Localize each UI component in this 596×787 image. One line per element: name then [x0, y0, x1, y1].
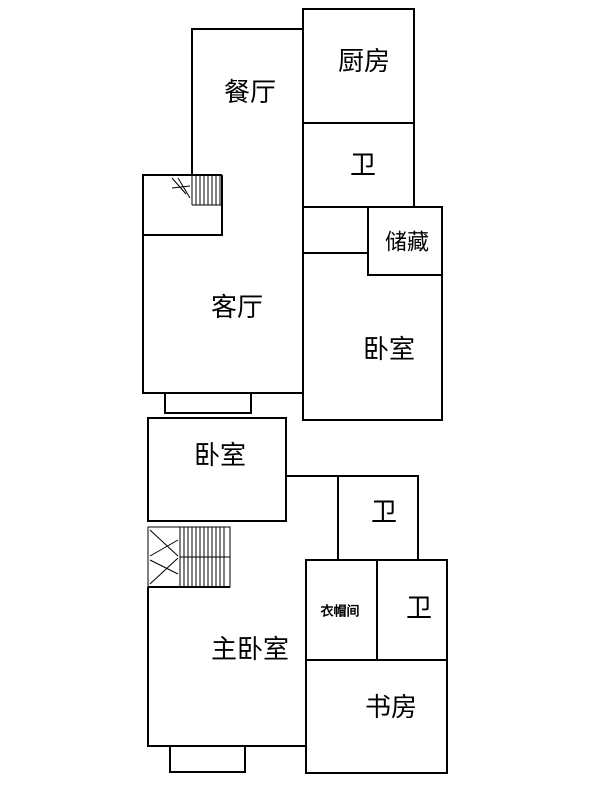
label-bath-upper: 卫: [350, 151, 376, 181]
upper-bath-room: [302, 122, 415, 208]
living-balcony: [164, 392, 252, 414]
label-study: 书房: [365, 693, 417, 723]
bedroom-left-room: [147, 417, 287, 522]
master-bedroom-room: [147, 587, 307, 747]
master-balcony: [169, 745, 246, 773]
label-storage: 储藏: [385, 231, 429, 256]
dining-wall: [191, 28, 303, 175]
lower-stairs: [147, 526, 231, 588]
label-living: 客厅: [211, 293, 263, 323]
upper-floor: [142, 8, 443, 421]
study-room: [305, 659, 448, 774]
storage-room: [367, 206, 443, 276]
bedroom-right-room: [302, 252, 443, 421]
stair-landing: [143, 175, 223, 236]
label-closet: 衣帽间: [320, 604, 359, 620]
lower-floor: [147, 417, 448, 774]
label-dining: 餐厅: [224, 78, 276, 108]
label-bath-lower: 卫: [406, 594, 432, 624]
upper-stairs: [171, 175, 222, 206]
label-bedroom-right: 卧室: [363, 335, 415, 365]
label-bath-mid: 卫: [371, 498, 397, 528]
label-master-bedroom: 主卧室: [211, 635, 289, 665]
label-kitchen: 厨房: [338, 47, 390, 77]
label-bedroom-left: 卧室: [194, 441, 246, 471]
